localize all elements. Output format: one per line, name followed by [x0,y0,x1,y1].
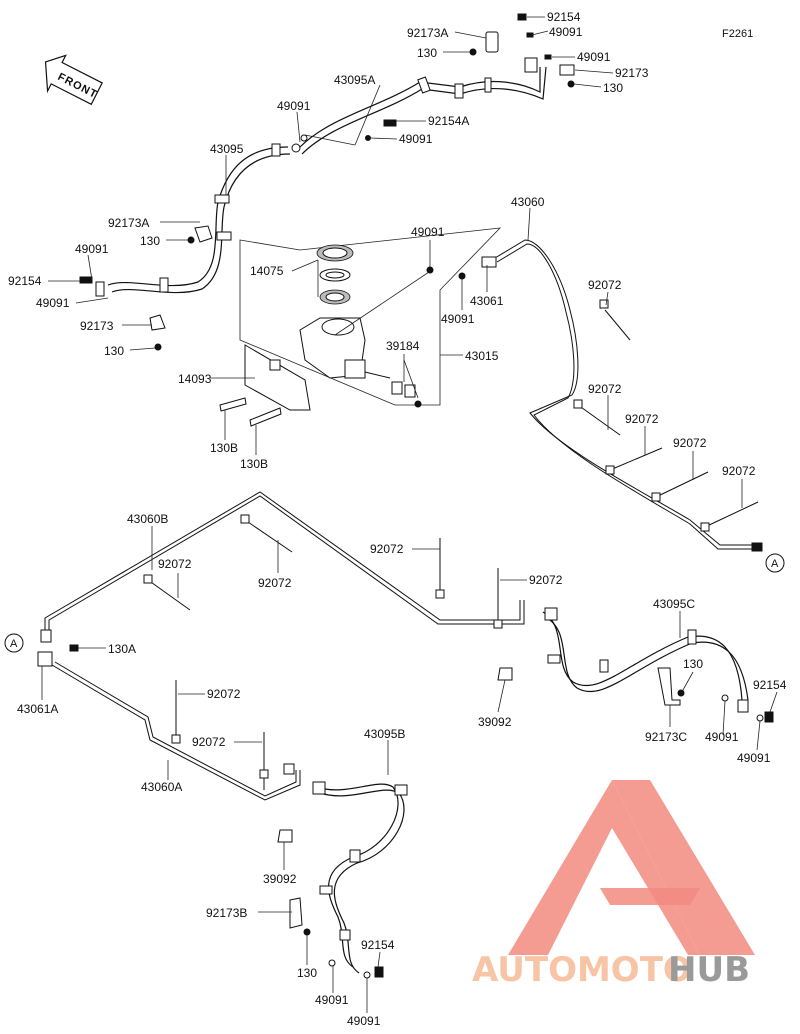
label-49091-c: 49091 [411,225,445,239]
label-130b-2: 130B [240,457,268,471]
label-92173c: 92173C [645,730,687,744]
leader-lines [41,16,778,1013]
ref-marker-a-left: A [10,638,18,650]
label-92154-left: 92154 [8,274,42,288]
label-49091-top2: 49091 [577,50,611,64]
label-43060a: 43060A [141,780,182,794]
label-92173a-left: 92173A [108,216,149,230]
label-92072-3: 92072 [625,412,659,426]
label-92173b: 92173B [206,906,247,920]
label-43095a: 43095A [334,73,375,87]
label-130a: 130A [108,642,136,656]
label-130-left: 130 [140,234,160,248]
label-92072-7: 92072 [258,576,292,590]
label-43060b: 43060B [127,512,168,526]
label-130-r: 130 [683,657,703,671]
label-92072-5: 92072 [722,464,756,478]
label-92173-top: 92173 [615,66,649,80]
label-49091-r2: 49091 [737,751,771,765]
hose-43095b [277,781,408,979]
label-39184: 39184 [386,339,420,353]
label-92072-6: 92072 [158,557,192,571]
label-49091-d: 49091 [441,312,475,326]
part-labels: 92154 92173A 49091 130 49091 92173 130 4… [8,10,787,1028]
label-92154-b: 92154 [361,938,395,952]
label-92173-left: 92173 [80,319,114,333]
figure-code: F2261 [722,28,753,40]
label-14093: 14093 [178,372,212,386]
label-92072-1: 92072 [588,278,622,292]
label-14075: 14075 [250,264,284,278]
watermark-text-auto: AUTOMOTO [472,950,692,990]
label-130b-1: 130B [210,441,238,455]
label-92072-9: 92072 [529,573,563,587]
label-92154a: 92154A [428,114,469,128]
label-92072-10: 92072 [207,687,241,701]
label-92072-8: 92072 [370,542,404,556]
label-43095c: 43095C [653,597,695,611]
label-43060: 43060 [511,195,545,209]
hose-43095 [79,143,291,351]
label-43061a: 43061A [17,702,58,716]
label-43015: 43015 [465,349,499,363]
hose-43095a [291,13,575,155]
label-49091-b: 49091 [399,132,433,146]
label-130-top: 130 [417,46,437,60]
label-92154-top: 92154 [547,10,581,24]
label-92072-2: 92072 [588,382,622,396]
watermark-logo: AUTOMOTO HUB [472,780,755,990]
label-130-b: 130 [297,966,317,980]
label-92072-4: 92072 [673,436,707,450]
label-49091-left1: 49091 [75,242,109,256]
label-43061: 43061 [470,294,504,308]
label-43095: 43095 [210,142,244,156]
master-cylinder-assembly [219,227,502,427]
ref-marker-a-right: A [771,558,779,570]
label-92154-r: 92154 [753,678,787,692]
pipe-43060a [51,661,301,801]
label-49091-a: 49091 [277,99,311,113]
label-92173a-top: 92173A [407,26,448,40]
watermark-text-hub: HUB [668,950,750,990]
label-130-top2: 130 [603,81,623,95]
label-130-left2: 130 [104,344,124,358]
label-49091-b1: 49091 [315,993,349,1007]
pipe-43060: A [426,239,785,573]
label-49091-left2: 49091 [36,296,70,310]
pipe-43060b: A [4,491,525,667]
hose-43095c [497,607,774,723]
label-39092-b: 39092 [263,872,297,886]
front-arrow: FRONT [44,54,103,106]
label-92072-11: 92072 [192,735,226,749]
label-49091-b2: 49091 [347,1014,381,1028]
label-43095b: 43095B [364,727,405,741]
label-39092-r: 39092 [478,715,512,729]
label-49091-top1: 49091 [549,25,583,39]
label-49091-r1: 49091 [705,730,739,744]
